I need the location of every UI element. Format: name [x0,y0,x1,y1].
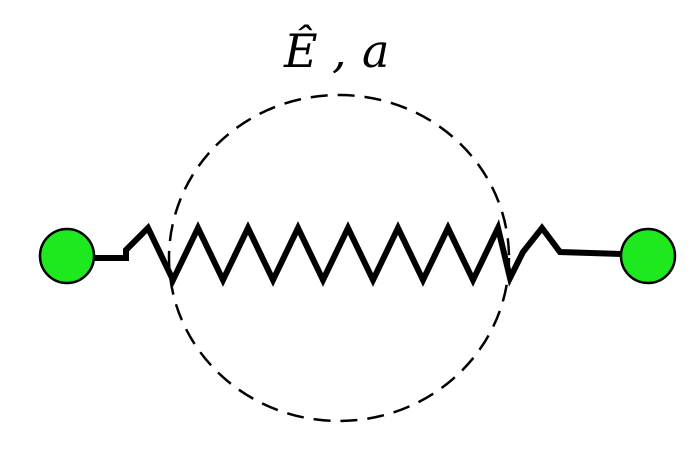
dashed-boundary-circle [167,93,511,423]
label-separator: , [332,24,347,78]
left-node [38,227,96,285]
label-variable: a [362,24,389,78]
label-symbol: Ê [283,23,318,78]
right-node [619,227,677,285]
spring [93,219,623,287]
